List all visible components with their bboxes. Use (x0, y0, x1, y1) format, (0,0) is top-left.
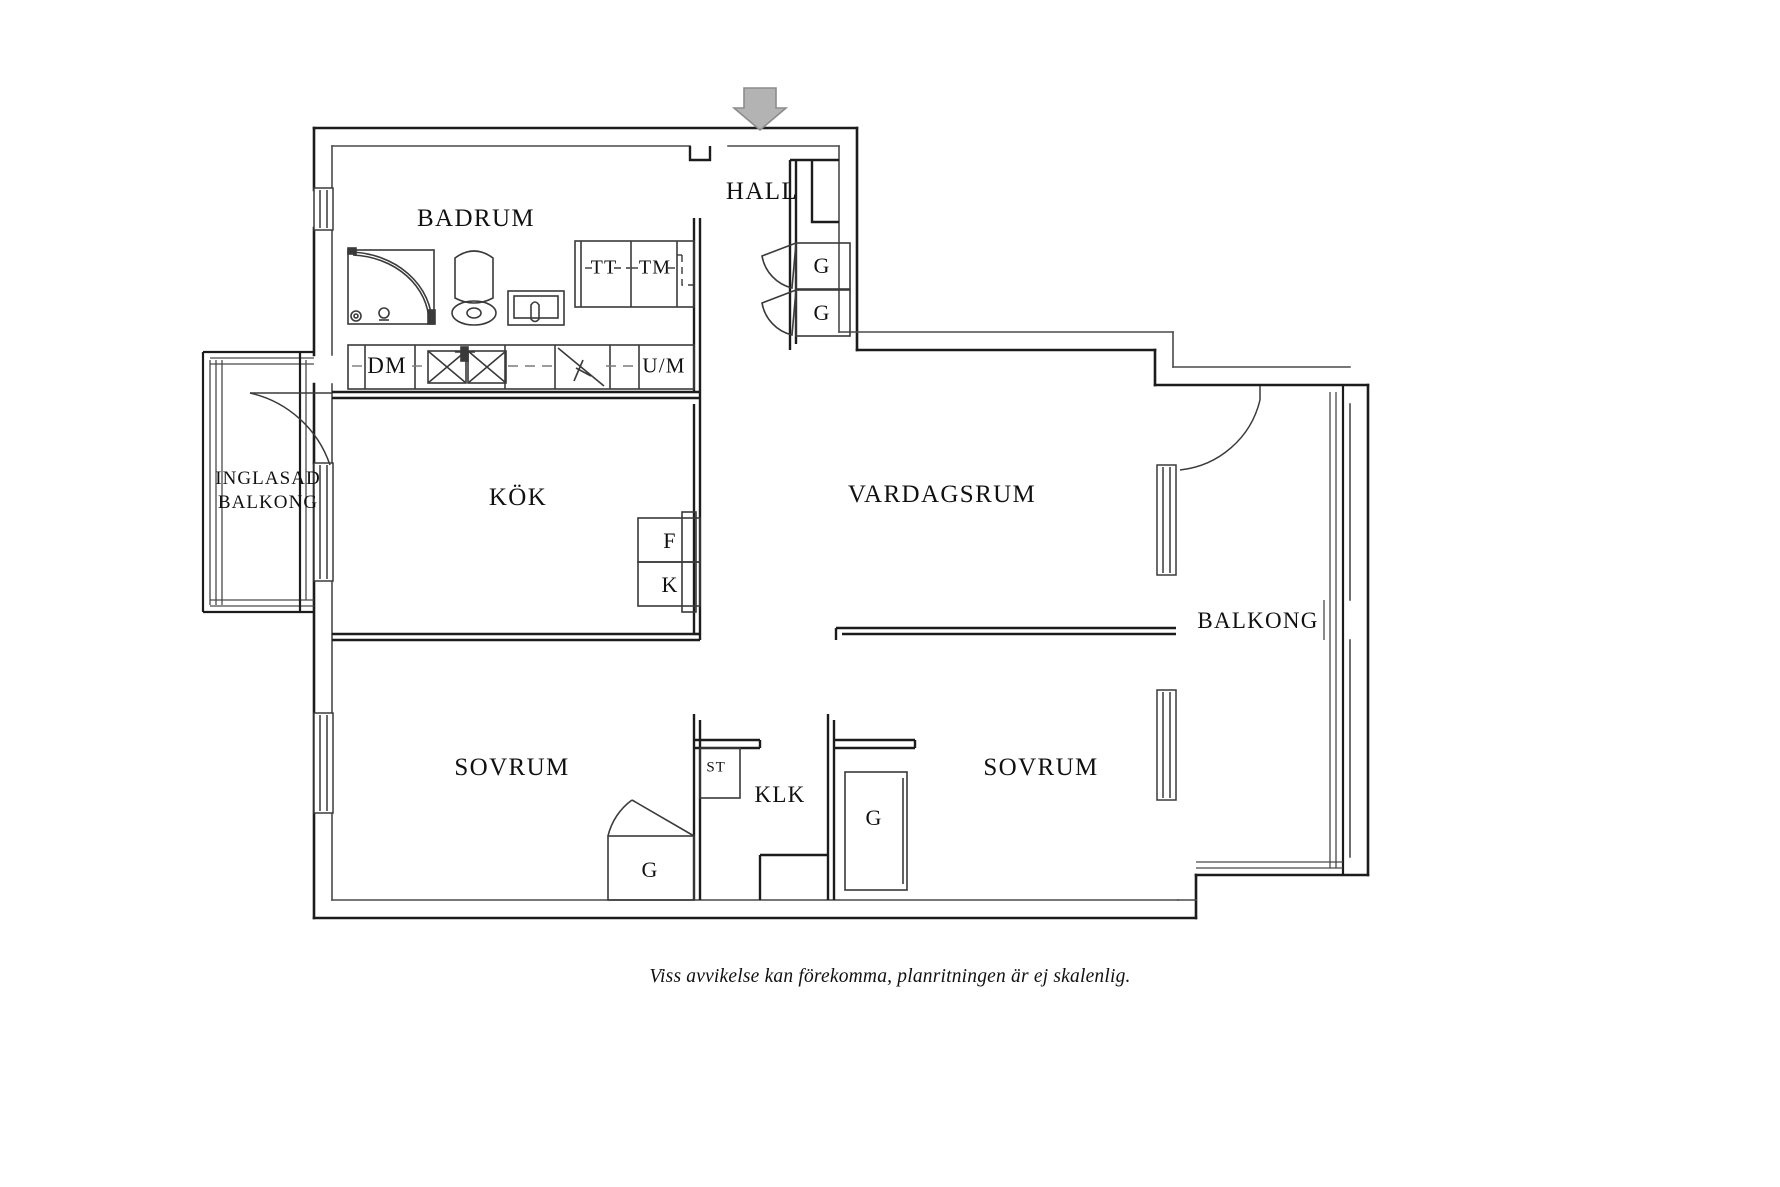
fixture-label-garderob-hall-1: G (813, 253, 831, 278)
room-label-vardagsrum: VARDAGSRUM (847, 481, 1037, 508)
room-label-sovrum-ost: SOVRUM (983, 754, 1099, 781)
room-label-balkong: BALKONG (1197, 608, 1319, 633)
fixture-label-torktumlare: TT (590, 256, 618, 279)
room-label-hall: HALL (725, 178, 799, 205)
fixture-label-garderob-hall-2: G (813, 300, 831, 325)
room-label-kok: KÖK (488, 484, 548, 511)
room-label-inglasad-balkong-line1: INGLASAD (215, 468, 321, 489)
fixture-label-tvattmaskin: TM (638, 256, 672, 279)
entrance-arrow (731, 87, 789, 132)
room-label-sovrum-vast: SOVRUM (454, 754, 570, 781)
fixture-label-diskmaskin: DM (367, 353, 407, 378)
fixture-label-garderob-sovrum-ost: G (865, 805, 883, 830)
room-label-klk: KLK (754, 782, 806, 807)
room-label-badrum: BADRUM (417, 205, 535, 232)
fixture-label-ugn-mikro: U/M (642, 353, 686, 378)
room-label-inglasad-balkong-line2: BALKONG (217, 492, 319, 513)
fixture-label-kyl: K (661, 572, 679, 597)
disclaimer-caption: Viss avvikelse kan förekomma, planritnin… (649, 966, 1131, 987)
fixture-label-frys: F (663, 528, 677, 553)
fixture-label-garderob-sovrum-vast: G (641, 857, 659, 882)
fixture-label-stadskap: ST (706, 759, 726, 776)
